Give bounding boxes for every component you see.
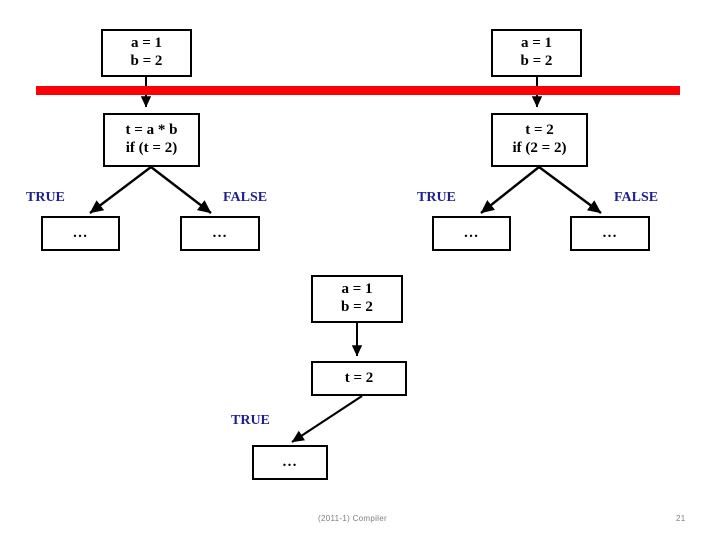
node-left-true-body-text: …	[72, 224, 89, 241]
label-bottom-true: TRUE	[231, 413, 270, 428]
node-right-true-body-text: …	[463, 224, 480, 241]
connector-bottom-assign-to-true	[291, 395, 363, 443]
node-left-condition-line-2: if (t = 2)	[125, 140, 178, 156]
label-left-false: FALSE	[223, 190, 268, 205]
connector-left-cond-to-false	[150, 166, 212, 214]
node-bottom-assign-text: t = 2	[344, 369, 374, 386]
node-bottom-true-body-text: …	[282, 453, 298, 470]
node-left-condition[interactable]: t = a * b if (t = 2)	[103, 113, 200, 167]
footer-course-label: (2011-1) Compiler	[318, 514, 387, 523]
node-bottom-top-line-2: b = 2	[341, 299, 373, 315]
node-bottom-assign[interactable]: t = 2	[311, 361, 407, 396]
node-bottom-true-body[interactable]: …	[252, 445, 328, 480]
node-left-top-line-1: a = 1	[130, 35, 163, 52]
node-left-top-line-2: b = 2	[130, 53, 163, 69]
label-left-true: TRUE	[26, 190, 65, 205]
node-right-false-body[interactable]: …	[570, 216, 650, 251]
node-right-top[interactable]: a = 1 b = 2	[491, 29, 582, 77]
node-left-condition-line-1: t = a * b	[125, 122, 178, 139]
node-right-condition-line-2: if (2 = 2)	[512, 140, 567, 156]
connector-right-cond-to-false	[538, 166, 602, 214]
node-left-true-body[interactable]: …	[41, 216, 120, 251]
node-left-false-body-text: …	[212, 224, 228, 241]
node-bottom-top-line-1: a = 1	[341, 281, 373, 298]
node-right-top-line-1: a = 1	[520, 35, 553, 52]
node-left-top[interactable]: a = 1 b = 2	[101, 29, 192, 77]
node-right-condition-line-1: t = 2	[525, 122, 554, 139]
label-right-false: FALSE	[614, 190, 659, 205]
node-right-true-body[interactable]: …	[432, 216, 511, 251]
red-separator-bar	[36, 86, 680, 95]
node-right-condition[interactable]: t = 2 if (2 = 2)	[491, 113, 588, 167]
node-right-top-line-2: b = 2	[520, 53, 553, 69]
node-bottom-top[interactable]: a = 1 b = 2	[311, 275, 403, 323]
connector-left-cond-to-true	[89, 166, 152, 214]
label-right-true: TRUE	[417, 190, 456, 205]
footer-page-number: 21	[676, 514, 686, 523]
node-left-false-body[interactable]: …	[180, 216, 260, 251]
connector-right-cond-to-true	[480, 166, 540, 214]
node-right-false-body-text: …	[602, 224, 618, 241]
